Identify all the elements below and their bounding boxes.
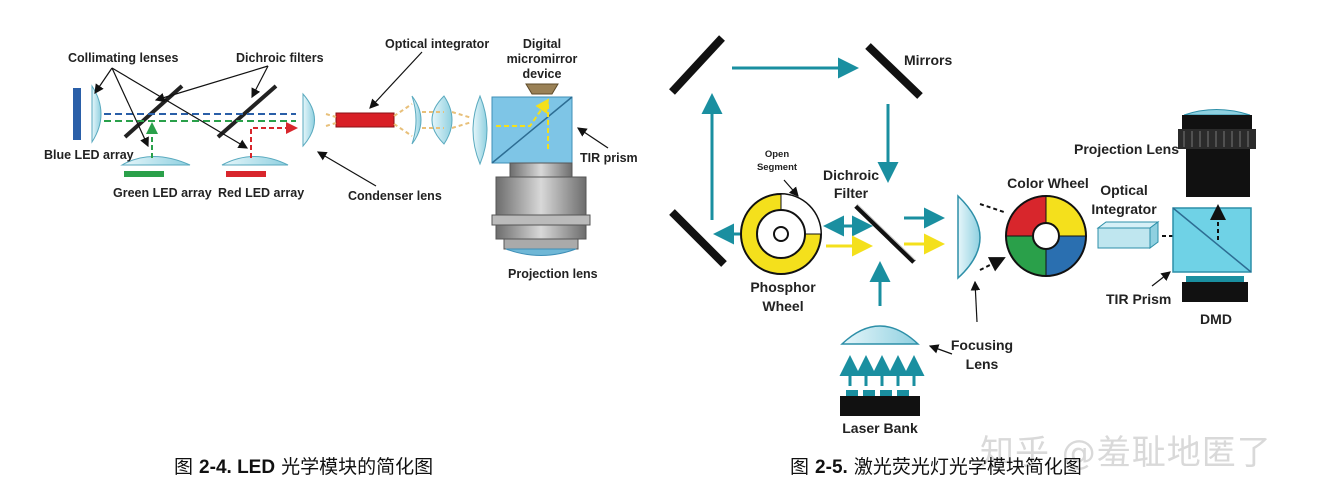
dichroic-filter: [854, 204, 916, 264]
label-laser-bank: Laser Bank: [842, 420, 918, 436]
red-beam-up: [250, 122, 298, 158]
projection-lens-led: [491, 162, 591, 256]
label-optical-integrator: Optical integrator: [385, 37, 489, 51]
beam-to-integrator: [325, 113, 337, 127]
collimating-lens-green: [120, 156, 191, 166]
label-phosphor-1: Phosphor: [750, 279, 816, 295]
label-mirrors: Mirrors: [904, 52, 952, 68]
label-tir-prism-r: TIR Prism: [1106, 291, 1171, 307]
dichroic-filter-2: [216, 84, 278, 139]
tir-prism-diagonal: [491, 96, 573, 164]
caption-right-text: 激光荧光灯光学模块简化图: [847, 456, 1082, 478]
tir-prism-laser: [1172, 207, 1252, 273]
caption-right-prefix: 图: [790, 456, 816, 478]
mirror-top-left: [669, 35, 725, 95]
label-blue-led-array: Blue LED array: [44, 148, 134, 162]
label-dichroic-1: Dichroic: [823, 167, 879, 183]
phosphor-wheel: [740, 193, 822, 275]
label-dmd-1: Digital: [523, 37, 561, 51]
projection-lens-laser: [1178, 109, 1256, 197]
laser-bank: [839, 325, 925, 416]
collimating-lens-red: [221, 156, 289, 166]
optical-integrator: [335, 112, 395, 128]
relay-lens-3: [472, 94, 488, 166]
led-optical-module-diagram: Collimating lenses Dichroic filters Opti…: [44, 37, 638, 281]
label-color-wheel: Color Wheel: [1007, 175, 1089, 191]
label-dichroic-filters: Dichroic filters: [236, 51, 324, 65]
beam-relay: [422, 111, 473, 129]
dmd-chip: [1182, 276, 1248, 302]
mirror-bottom-left: [669, 209, 727, 267]
beam-from-integrator: [393, 103, 413, 137]
red-led-array: [226, 171, 266, 177]
focusing-lens: [957, 194, 981, 280]
relay-lens-2: [431, 95, 453, 145]
relay-lens-1: [411, 95, 422, 145]
label-red-led-array: Red LED array: [218, 186, 304, 200]
label-optical-2: Integrator: [1091, 201, 1157, 217]
label-focusing-2: Lens: [966, 356, 999, 372]
label-projection-lens-r: Projection Lens: [1074, 141, 1179, 157]
label-green-led-array: Green LED array: [113, 186, 212, 200]
color-wheel: [1005, 195, 1087, 277]
label-projection-lens: Projection lens: [508, 267, 598, 281]
label-open-segment-2: Segment: [757, 162, 798, 173]
watermark: 知乎 @羞耻地匿了: [980, 433, 1272, 473]
label-condenser-lens: Condenser lens: [348, 189, 442, 203]
label-dichroic-2: Filter: [834, 185, 869, 201]
label-dmd-2: micromirror: [507, 52, 578, 66]
label-dmd: DMD: [1200, 311, 1232, 327]
blue-led-array: [73, 88, 81, 140]
digital-micromirror-device: [525, 83, 559, 95]
green-led-array: [124, 171, 164, 177]
label-open-segment-1: Open: [765, 149, 789, 160]
mirror-top-right: [865, 43, 923, 99]
caption-left-text: 光学模块的简化图: [275, 456, 434, 478]
caption-right: 图 2-5. 激光荧光灯光学模块简化图: [790, 452, 1082, 479]
label-dmd-3: device: [523, 67, 562, 81]
laser-phosphor-module-diagram: Mirrors Projection Lens Open Segment Dic…: [669, 35, 1256, 436]
label-collimating-lenses: Collimating lenses: [68, 51, 178, 65]
collimating-lens-blue: [91, 84, 102, 144]
caption-left-prefix: 图: [174, 456, 200, 478]
label-phosphor-2: Wheel: [762, 298, 803, 314]
label-optical-1: Optical: [1100, 182, 1147, 198]
caption-left: 图 2-4. LED 光学模块的简化图: [174, 452, 433, 479]
label-tir-prism: TIR prism: [580, 151, 638, 165]
beam-in-prism: [496, 98, 550, 127]
dichroic-filter-1: [123, 84, 184, 139]
condenser-lens: [302, 92, 315, 148]
label-focusing-1: Focusing: [951, 337, 1013, 353]
caption-right-number: 2-5.: [815, 457, 848, 478]
optical-integrator-rod: [1096, 221, 1160, 249]
caption-left-number: 2-4. LED: [199, 457, 276, 478]
